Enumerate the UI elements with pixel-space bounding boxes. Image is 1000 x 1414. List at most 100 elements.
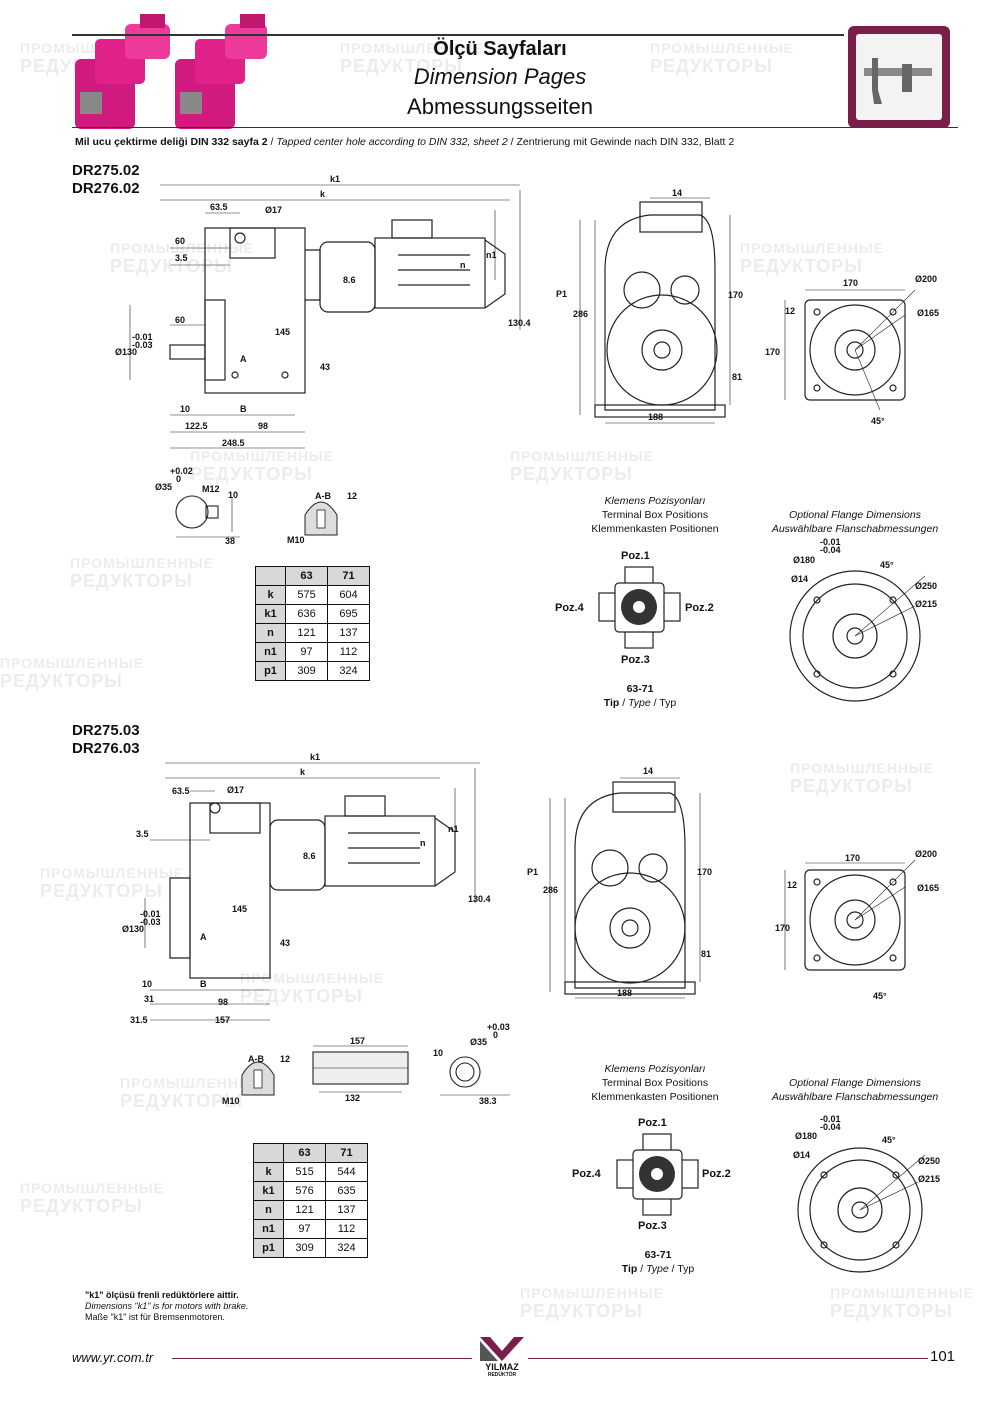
svg-text:Ø180: Ø180: [795, 1131, 817, 1141]
center-hole-detail: A-B 12 M10: [222, 1054, 290, 1106]
svg-text:k: k: [300, 767, 306, 777]
page-number: 101: [930, 1348, 956, 1365]
svg-text:3.5: 3.5: [175, 253, 188, 263]
svg-text:60: 60: [175, 315, 185, 325]
svg-text:Ø250: Ø250: [918, 1156, 940, 1166]
poz2-label: Poz.2: [702, 1168, 731, 1180]
svg-text:10: 10: [228, 490, 238, 500]
svg-text:130.4: 130.4: [508, 318, 531, 328]
svg-text:P1: P1: [527, 867, 538, 877]
svg-text:-0.01: -0.01: [140, 909, 161, 919]
terminal-box-diagram: [598, 566, 681, 649]
svg-text:31.5: 31.5: [130, 1015, 148, 1025]
svg-text:63.5: 63.5: [210, 202, 228, 212]
hollow-shaft-detail: 157 132: [312, 1036, 409, 1103]
svg-text:A: A: [240, 354, 247, 364]
product-photo: [75, 14, 267, 129]
svg-text:145: 145: [232, 904, 247, 914]
side-view-drawing: k1 k 63.5 Ø17 3.5 -0.01 -0.03 Ø130 145 A…: [122, 752, 491, 1025]
svg-text:157: 157: [215, 1015, 230, 1025]
svg-text:43: 43: [280, 938, 290, 948]
svg-text:38: 38: [225, 536, 235, 546]
din-note: Mil ucu çektirme deliği DIN 332 sayfa 2 …: [75, 136, 735, 148]
footer-rule: [172, 1358, 472, 1359]
svg-text:-0.04: -0.04: [820, 1122, 841, 1132]
svg-text:170: 170: [845, 853, 860, 863]
svg-text:n1: n1: [448, 824, 459, 834]
svg-text:60: 60: [175, 236, 185, 246]
k1-footnote: "k1" ölçüsü frenli redüktörlere aittir.D…: [85, 1290, 249, 1322]
svg-text:Ø165: Ø165: [917, 308, 939, 318]
svg-text:8.6: 8.6: [343, 275, 356, 285]
svg-text:Ø130: Ø130: [115, 347, 137, 357]
svg-text:45°: 45°: [873, 991, 887, 1001]
svg-text:B: B: [200, 979, 207, 989]
svg-text:A-B: A-B: [248, 1054, 264, 1064]
svg-text:3.5: 3.5: [136, 829, 149, 839]
svg-text:63.5: 63.5: [172, 786, 190, 796]
svg-text:188: 188: [648, 412, 663, 422]
svg-text:k: k: [320, 189, 326, 199]
svg-text:81: 81: [732, 372, 742, 382]
svg-text:170: 170: [765, 347, 780, 357]
svg-text:Ø200: Ø200: [915, 849, 937, 859]
svg-text:10: 10: [180, 404, 190, 414]
svg-text:Ø17: Ø17: [227, 785, 244, 795]
poz3-label: Poz.3: [621, 654, 650, 666]
svg-text:-0.04: -0.04: [820, 545, 841, 555]
svg-text:Ø35: Ø35: [470, 1037, 487, 1047]
svg-text:10: 10: [142, 979, 152, 989]
footer-rule: [528, 1358, 928, 1359]
svg-text:286: 286: [573, 309, 588, 319]
caliper-icon: [848, 26, 950, 128]
svg-text:8.6: 8.6: [303, 851, 316, 861]
brand-name: YILMAZ: [485, 1362, 519, 1372]
poz4-label: Poz.4: [555, 602, 584, 614]
svg-text:+0.02: +0.02: [170, 466, 193, 476]
svg-text:170: 170: [728, 290, 743, 300]
svg-text:14: 14: [643, 766, 653, 776]
svg-text:-0.03: -0.03: [140, 917, 161, 927]
svg-text:Ø215: Ø215: [915, 599, 937, 609]
svg-text:Ø200: Ø200: [915, 274, 937, 284]
svg-text:Ø35: Ø35: [155, 482, 172, 492]
svg-text:98: 98: [258, 421, 268, 431]
svg-text:0: 0: [176, 474, 181, 484]
svg-text:132: 132: [345, 1093, 360, 1103]
website-link[interactable]: www.yr.com.tr: [72, 1350, 154, 1365]
svg-text:Ø17: Ø17: [265, 205, 282, 215]
poz2-label: Poz.2: [685, 602, 714, 614]
shaft-end-detail: +0.03 0 Ø35 10 38.3: [433, 1022, 510, 1106]
svg-text:31: 31: [144, 994, 154, 1004]
front-view-drawing: 14 P1 286 170 81 188: [556, 188, 743, 424]
svg-text:M10: M10: [287, 535, 305, 545]
svg-text:45°: 45°: [871, 416, 885, 426]
svg-text:n: n: [420, 838, 426, 848]
svg-text:286: 286: [543, 885, 558, 895]
header-rule: [72, 127, 958, 128]
svg-text:+0.03: +0.03: [487, 1022, 510, 1032]
svg-text:Ø215: Ø215: [918, 1174, 940, 1184]
svg-text:157: 157: [350, 1036, 365, 1046]
svg-text:Ø165: Ø165: [917, 883, 939, 893]
poz3-label: Poz.3: [638, 1220, 667, 1232]
svg-text:170: 170: [697, 867, 712, 877]
svg-text:-0.01: -0.01: [820, 1114, 841, 1124]
svg-text:170: 170: [775, 923, 790, 933]
